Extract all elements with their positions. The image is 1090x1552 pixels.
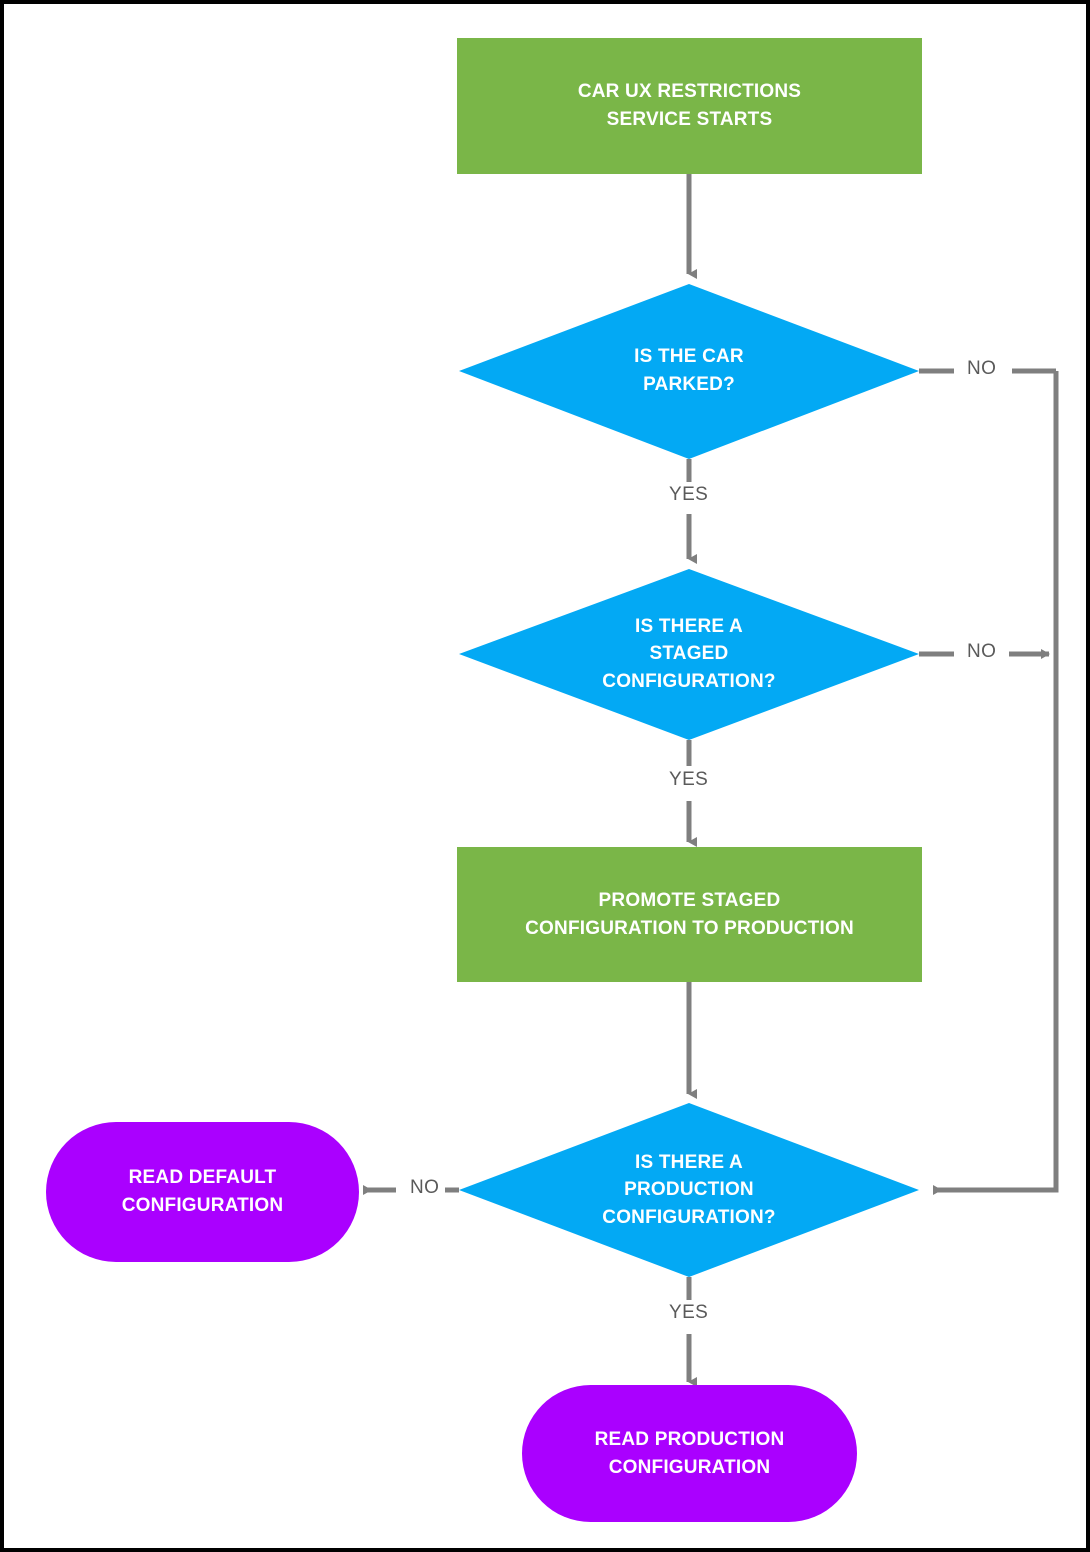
promote-line-2: CONFIGURATION TO PRODUCTION bbox=[525, 917, 854, 939]
edge-label-yes-staged: YES bbox=[663, 768, 715, 792]
edge-label-no-staged: NO bbox=[961, 640, 1003, 664]
default-line-2: CONFIGURATION bbox=[121, 1195, 284, 1216]
promote-line-1: PROMOTE STAGED bbox=[598, 889, 781, 911]
process-node-promote-staged[interactable]: PROMOTE STAGED CONFIGURATION TO PRODUCTI… bbox=[457, 847, 922, 982]
edge-label-yes-production: YES bbox=[663, 1301, 715, 1325]
start-line-2: SERVICE STARTS bbox=[606, 109, 773, 130]
readprod-line-1: READ PRODUCTION bbox=[594, 1428, 785, 1450]
process-node-start-text: CAR UX RESTRICTIONS SERVICE STARTS bbox=[578, 78, 801, 133]
edge-label-no-car-parked: NO bbox=[961, 357, 1003, 381]
edge-label-no-production: NO bbox=[404, 1176, 446, 1200]
edge-label-yes-car-parked: YES bbox=[663, 483, 715, 507]
default-line-1: READ DEFAULT bbox=[128, 1167, 277, 1189]
connector-layer bbox=[363, 174, 1059, 1387]
terminal-node-read-production-text: READ PRODUCTION CONFIGURATION bbox=[595, 1426, 785, 1481]
process-node-promote-text: PROMOTE STAGED CONFIGURATION TO PRODUCTI… bbox=[525, 887, 854, 942]
terminal-node-read-default[interactable]: READ DEFAULT CONFIGURATION bbox=[46, 1122, 359, 1262]
decision-shape-staged-config[interactable] bbox=[459, 569, 919, 740]
connector-right-bus bbox=[933, 371, 1059, 1195]
readprod-line-2: CONFIGURATION bbox=[608, 1456, 771, 1478]
decision-shape-production-config[interactable] bbox=[459, 1103, 919, 1277]
start-line-1: CAR UX RESTRICTIONS bbox=[577, 81, 802, 103]
terminal-node-read-production[interactable]: READ PRODUCTION CONFIGURATION bbox=[522, 1385, 857, 1522]
decision-shape-car-parked[interactable] bbox=[459, 284, 919, 459]
terminal-node-read-default-text: READ DEFAULT CONFIGURATION bbox=[122, 1164, 284, 1219]
process-node-start[interactable]: CAR UX RESTRICTIONS SERVICE STARTS bbox=[457, 38, 922, 174]
